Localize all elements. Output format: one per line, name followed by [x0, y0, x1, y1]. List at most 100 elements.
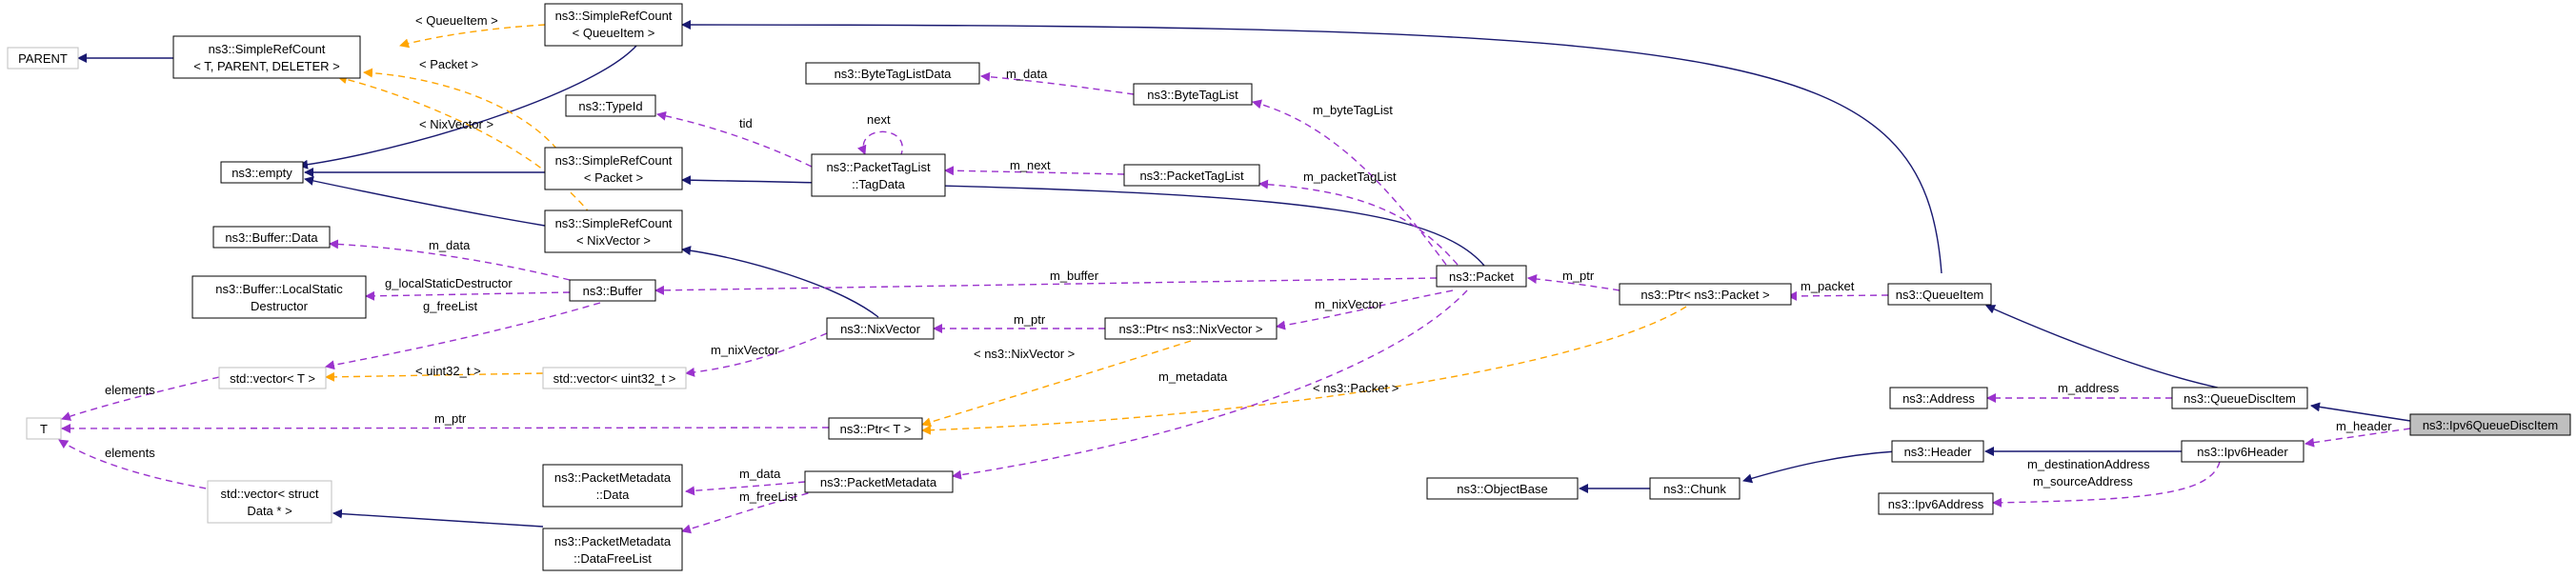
node-ipv6address[interactable]: ns3::Ipv6Address [1878, 492, 1994, 515]
node-packet[interactable]: ns3::Packet [1436, 265, 1527, 288]
svg-text:ns3::Packet: ns3::Packet [1449, 269, 1514, 284]
label-m-next: m_next [1010, 158, 1051, 172]
svg-text:< QueueItem >: < QueueItem > [573, 26, 655, 40]
svg-text:< T, PARENT, DELETER >: < T, PARENT, DELETER > [193, 59, 339, 73]
edge-queueitem-tpl-to-empty [298, 45, 637, 169]
svg-text:ns3::Ptr< ns3::NixVector >: ns3::Ptr< ns3::NixVector > [1118, 322, 1262, 336]
label-m-nixvector-nix: m_nixVector [711, 343, 779, 357]
label-m-packet: m_packet [1801, 279, 1855, 293]
edge-usage-m-freelist [681, 489, 820, 534]
node-nixvector[interactable]: ns3::NixVector [826, 317, 935, 340]
node-simplerefcount-packet[interactable]: ns3::SimpleRefCount < Packet > [544, 147, 683, 190]
edge-usage-m-metadata [952, 289, 1468, 480]
edge-usage-m-next [944, 166, 1125, 176]
edge-usage-m-address-pair [1992, 461, 2221, 508]
node-t[interactable]: T [26, 417, 62, 440]
edge-usage-m-nixvector-nix [685, 332, 828, 377]
label-m-buffer: m_buffer [1050, 269, 1099, 283]
svg-text:ns3::QueueItem: ns3::QueueItem [1896, 288, 1984, 302]
node-simplerefcount-generic[interactable]: ns3::SimpleRefCount < T, PARENT, DELETER… [172, 35, 361, 79]
svg-text:T: T [40, 422, 48, 436]
svg-text:ns3::SimpleRefCount: ns3::SimpleRefCount [555, 9, 673, 23]
node-vector-struct[interactable]: std::vector< struct Data * > [207, 480, 332, 524]
svg-text:ns3::NixVector: ns3::NixVector [840, 322, 920, 336]
svg-text:ns3::Ipv6Header: ns3::Ipv6Header [2197, 445, 2288, 459]
node-objectbase[interactable]: ns3::ObjectBase [1426, 477, 1579, 500]
svg-text:::DataFreeList: ::DataFreeList [574, 551, 652, 566]
label-m-data-pm: m_data [739, 467, 781, 481]
node-parent[interactable]: PARENT [7, 47, 79, 70]
node-simplerefcount-nixvector[interactable]: ns3::SimpleRefCount < NixVector > [544, 209, 683, 253]
node-packetmetadata-datafreelist[interactable]: ns3::PacketMetadata ::DataFreeList [542, 528, 683, 571]
svg-text:Destructor: Destructor [251, 299, 309, 313]
node-buffer-data[interactable]: ns3::Buffer::Data [212, 226, 331, 249]
label-m-destinationaddress: m_destinationAddress [2027, 457, 2150, 471]
edge-usage-m-buffer [654, 277, 1438, 295]
node-ipv6queuediscitem[interactable]: ns3::Ipv6QueueDiscItem [2409, 413, 2571, 436]
node-queueitem[interactable]: ns3::QueueItem [1887, 283, 1992, 306]
svg-text:ns3::SimpleRefCount: ns3::SimpleRefCount [209, 42, 326, 56]
svg-text:ns3::PacketMetadata: ns3::PacketMetadata [820, 475, 937, 489]
edge-usage-m-data-btl [980, 71, 1135, 95]
node-buffer[interactable]: ns3::Buffer [569, 279, 656, 302]
svg-text:ns3::empty: ns3::empty [231, 166, 292, 180]
node-ptr-packet[interactable]: ns3::Ptr< ns3::Packet > [1619, 283, 1792, 306]
node-bytetaglistdata[interactable]: ns3::ByteTagListData [805, 62, 980, 85]
node-typeid[interactable]: ns3::TypeId [565, 94, 656, 117]
node-buffer-localstatic[interactable]: ns3::Buffer::LocalStatic Destructor [191, 275, 367, 319]
svg-text:ns3::Address: ns3::Address [1902, 391, 1975, 406]
node-bytetaglist[interactable]: ns3::ByteTagList [1133, 83, 1253, 106]
svg-text:ns3::PacketMetadata: ns3::PacketMetadata [554, 534, 672, 548]
edge-packet-to-packet-tpl [681, 175, 1485, 267]
node-queuediscitem[interactable]: ns3::QueueDiscItem [2171, 387, 2308, 409]
svg-text:std::vector< struct: std::vector< struct [221, 487, 319, 501]
label-m-ptr-t: m_ptr [434, 411, 467, 426]
node-packettaglist[interactable]: ns3::PacketTagList [1123, 164, 1260, 187]
node-simplerefcount-queueitem[interactable]: ns3::SimpleRefCount < QueueItem > [544, 3, 683, 47]
edge-tpl-uint32 [325, 371, 544, 382]
label-g-freelist: g_freeList [423, 299, 477, 313]
node-vector-uint32[interactable]: std::vector< uint32_t > [542, 367, 687, 389]
node-address[interactable]: ns3::Address [1889, 387, 1988, 409]
edge-usage-m-header [2304, 428, 2411, 448]
edge-queueitem-to-tpl [681, 20, 1942, 274]
node-ptr-t[interactable]: ns3::Ptr< T > [828, 417, 923, 440]
svg-text:::Data: ::Data [596, 488, 630, 502]
edge-usage-g-freelist [325, 302, 601, 370]
edge-usage-m-ptr-t [61, 423, 830, 433]
label-uint32-tpl: < uint32_t > [415, 364, 481, 378]
node-chunk[interactable]: ns3::Chunk [1649, 477, 1741, 500]
edge-usage-elements-2 [58, 439, 218, 491]
label-nsnix-tpl: < ns3::NixVector > [974, 347, 1075, 361]
edge-usage-elements-1 [61, 376, 220, 421]
edge-usage-m-ptr-pkt [1527, 274, 1620, 291]
svg-text:ns3::PacketTagList: ns3::PacketTagList [1139, 169, 1244, 183]
edge-usage-m-packettaglist [1258, 179, 1459, 266]
svg-text:< NixVector >: < NixVector > [576, 233, 651, 248]
node-vector-t[interactable]: std::vector< T > [218, 367, 327, 389]
label-m-ptr-pkt: m_ptr [1562, 269, 1595, 283]
edge-usage-m-packet [1787, 290, 1889, 301]
node-packetmetadata[interactable]: ns3::PacketMetadata [804, 470, 954, 493]
edge-queuedisc-to-queueitem [1985, 305, 2219, 389]
svg-text:ns3::Buffer::Data: ns3::Buffer::Data [225, 230, 318, 245]
label-m-ptr-nix: m_ptr [1014, 312, 1046, 327]
node-ipv6header[interactable]: ns3::Ipv6Header [2181, 440, 2304, 463]
label-m-header: m_header [2336, 419, 2392, 433]
svg-text:ns3::QueueDiscItem: ns3::QueueDiscItem [2184, 391, 2296, 406]
edge-labels: < QueueItem > < Packet > < NixVector > t… [105, 13, 2392, 504]
node-ptr-nixvector[interactable]: ns3::Ptr< ns3::NixVector > [1104, 317, 1278, 340]
label-m-metadata: m_metadata [1158, 369, 1228, 384]
svg-text:ns3::Buffer: ns3::Buffer [583, 284, 643, 298]
svg-text:ns3::ObjectBase: ns3::ObjectBase [1457, 482, 1547, 496]
label-nspacket-tpl: < ns3::Packet > [1313, 381, 1399, 395]
label-m-sourceaddress: m_sourceAddress [2033, 474, 2133, 488]
node-packetmetadata-data[interactable]: ns3::PacketMetadata ::Data [542, 464, 683, 508]
node-empty[interactable]: ns3::empty [220, 161, 304, 184]
edge-tpl-queueitem [399, 24, 546, 49]
node-header[interactable]: ns3::Header [1891, 440, 1984, 463]
svg-text:ns3::SimpleRefCount: ns3::SimpleRefCount [555, 216, 673, 230]
svg-text:ns3::SimpleRefCount: ns3::SimpleRefCount [555, 153, 673, 168]
label-next: next [867, 112, 891, 127]
node-packettaglist-tagdata[interactable]: ns3::PacketTagList ::TagData [811, 153, 946, 197]
